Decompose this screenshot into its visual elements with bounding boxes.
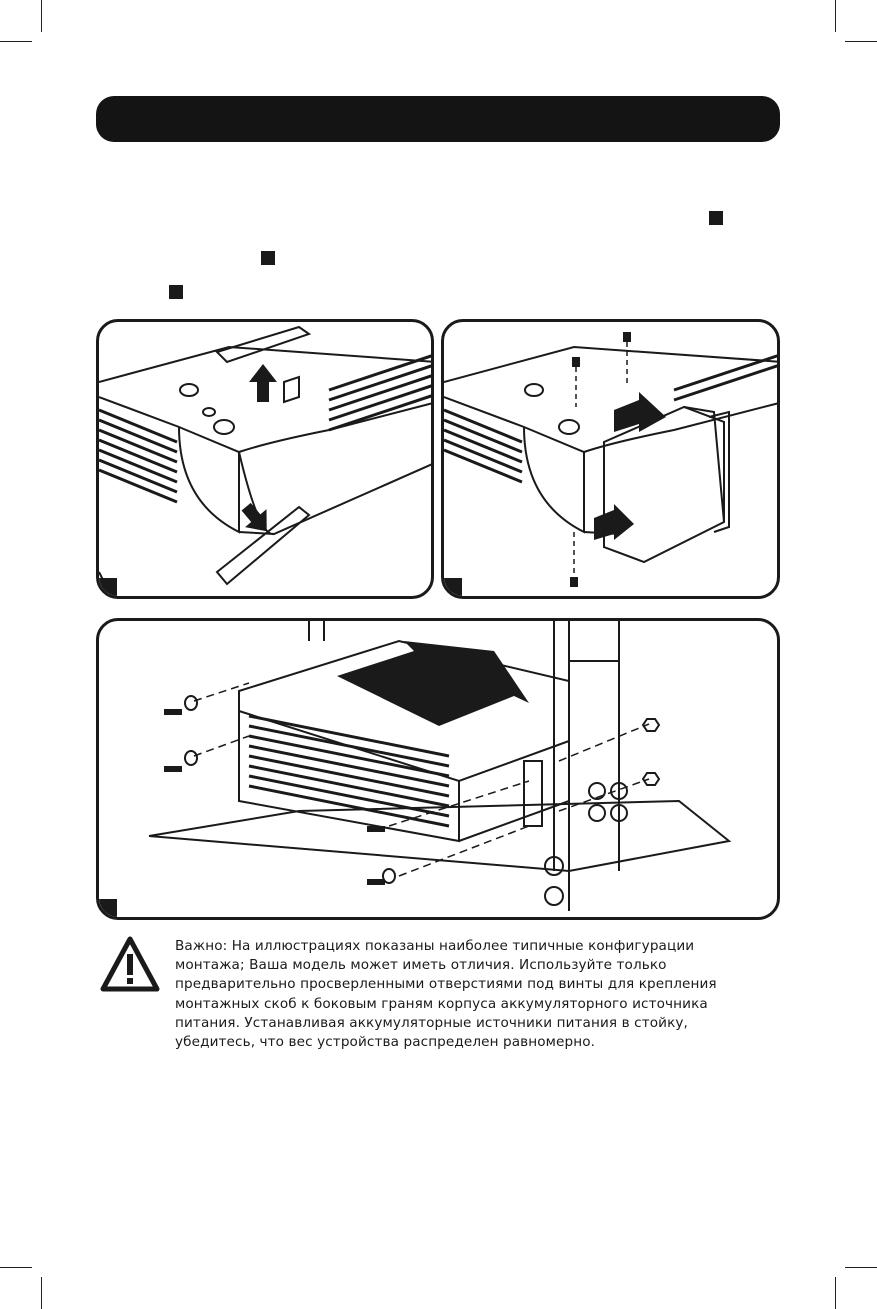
figure-1-remove-feet	[96, 319, 434, 599]
bracket-mounting-illustration	[444, 332, 777, 587]
section-header-bar	[96, 96, 780, 142]
crop-mark	[835, 1277, 836, 1309]
crop-mark	[41, 1277, 42, 1309]
crop-mark	[41, 0, 42, 32]
crop-mark	[835, 0, 836, 32]
step-marker-b	[261, 251, 275, 265]
figure-3-install-in-rack	[96, 618, 780, 920]
figure-tag	[99, 899, 117, 917]
crop-mark	[0, 41, 32, 42]
warning-triangle-icon	[100, 936, 160, 992]
figure-2-attach-brackets	[441, 319, 780, 599]
crop-mark	[845, 41, 877, 42]
figure-tag	[99, 578, 117, 596]
rack-installation-illustration	[148, 621, 732, 911]
crop-mark	[0, 1267, 32, 1268]
figure-tag	[444, 578, 462, 596]
step-marker-c	[169, 285, 183, 299]
crop-mark	[845, 1267, 877, 1268]
warning-text: Важно: На иллюстрациях показаны наиболее…	[175, 938, 717, 1051]
ups-underside-illustration	[99, 325, 431, 593]
step-marker-a	[709, 211, 723, 225]
